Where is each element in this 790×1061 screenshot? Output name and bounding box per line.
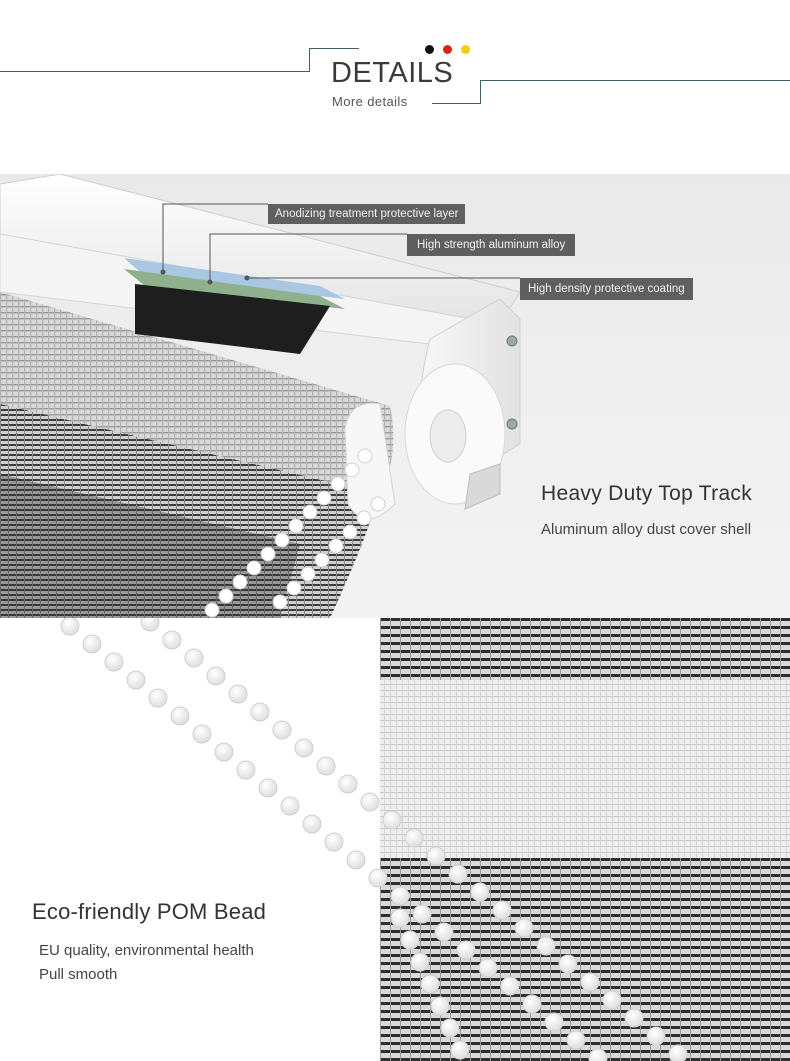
fabric-sheer (380, 680, 790, 858)
page-title: DETAILS (331, 57, 454, 89)
top-track-description: Aluminum alloy dust cover shell (541, 521, 752, 538)
header-bracket-left-h (309, 48, 359, 49)
top-track-heading: Heavy Duty Top Track (541, 482, 753, 505)
bead-chain-section: Eco-friendly POM Bead EU quality, enviro… (0, 618, 790, 1061)
header-bracket-left-v (309, 48, 310, 72)
fabric-roll-stripes (0, 404, 380, 618)
fabric-stripe-top (380, 618, 790, 680)
details-header: DETAILS More details (0, 0, 790, 174)
aluminum-shell (0, 174, 521, 325)
callout-aluminum: High strength aluminum alloy (407, 234, 576, 256)
bead-chain-top (204, 448, 386, 618)
dot-yellow (461, 45, 470, 54)
layer-aluminum (124, 258, 345, 299)
top-track-illustration (0, 174, 521, 618)
color-dots (425, 45, 470, 54)
bead-chain-line-2: Pull smooth (39, 966, 118, 983)
header-line-left (0, 71, 310, 72)
header-bracket-right-h (432, 103, 481, 104)
top-track-section: Anodizing treatment protective layer Hig… (0, 174, 790, 618)
layer-anodizing (124, 269, 345, 309)
bead-chain-illustration (60, 618, 790, 1061)
page-subtitle: More details (332, 94, 408, 109)
fabric-roll-mesh (0, 292, 394, 494)
header-line-right (480, 80, 790, 81)
bead-chain-line-1: EU quality, environmental health (39, 942, 254, 959)
callout-anodizing: Anodizing treatment protective layer (268, 204, 466, 224)
shell-cutaway-interior (135, 284, 330, 354)
bead-chain-heading: Eco-friendly POM Bead (32, 899, 267, 924)
callout-coating: High density protective coating (520, 278, 693, 300)
header-bracket-right-v (480, 80, 481, 104)
dot-red (443, 45, 452, 54)
bead-chains (60, 618, 688, 1061)
dot-black (425, 45, 434, 54)
callout-leaders (162, 203, 520, 282)
